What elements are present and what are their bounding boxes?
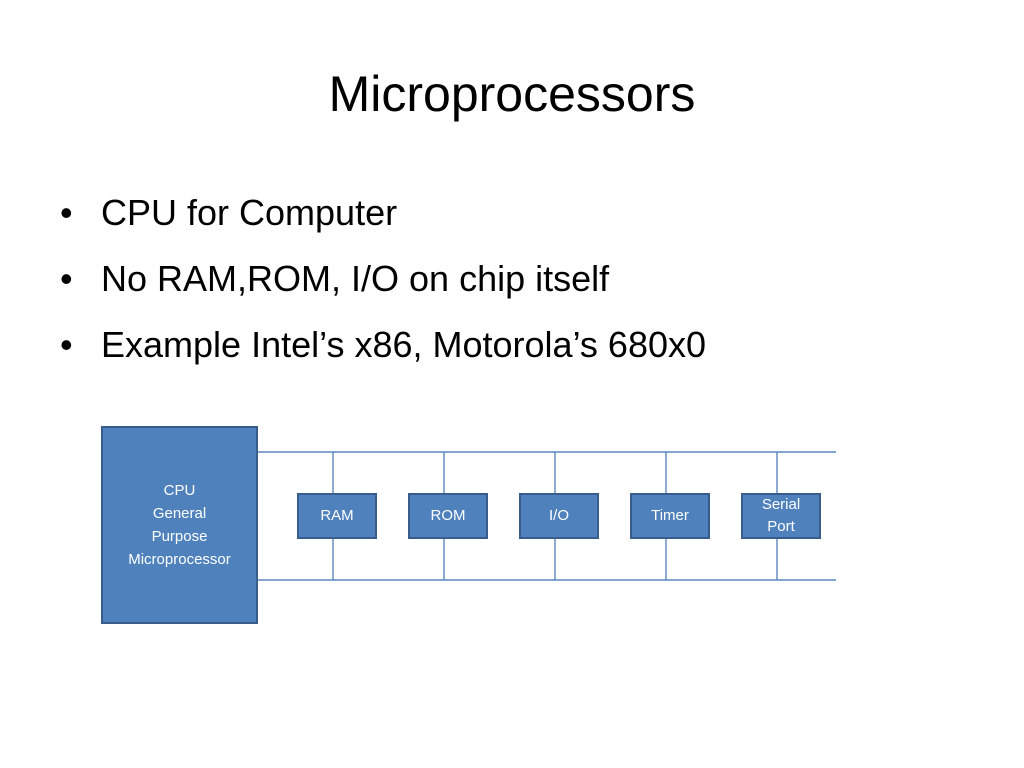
bullet-dot-icon: • bbox=[60, 192, 73, 233]
io-box-label: I/O bbox=[548, 507, 569, 524]
cpu-box-label: CPU bbox=[163, 482, 196, 499]
rom-box: ROM bbox=[408, 493, 488, 539]
bullet-list: • CPU for Computer • No RAM,ROM, I/O on … bbox=[60, 188, 706, 386]
bullet-text: CPU for Computer bbox=[101, 192, 398, 233]
cpu-box: CPU General Purpose Microprocessor bbox=[101, 426, 258, 624]
ram-box: RAM bbox=[297, 493, 377, 539]
ram-box-label: RAM bbox=[320, 507, 354, 524]
serial-port-box-label: Port bbox=[767, 518, 795, 535]
bullet-text: No RAM,ROM, I/O on chip itself bbox=[101, 258, 610, 299]
bullet-text: Example Intel’s x86, Motorola’s 680x0 bbox=[101, 324, 707, 365]
timer-box: Timer bbox=[630, 493, 710, 539]
serial-port-box: Serial Port bbox=[741, 493, 821, 539]
slide-title: Microprocessors bbox=[328, 66, 696, 122]
bullet-item: • No RAM,ROM, I/O on chip itself bbox=[60, 254, 706, 304]
cpu-box-label: General bbox=[152, 505, 207, 522]
serial-port-box-label: Serial bbox=[761, 496, 801, 513]
bullet-item: • CPU for Computer bbox=[60, 188, 706, 238]
rom-box-label: ROM bbox=[430, 507, 466, 524]
bullet-dot-icon: • bbox=[60, 324, 73, 365]
bullet-dot-icon: • bbox=[60, 258, 73, 299]
cpu-box-label: Microprocessor bbox=[128, 551, 231, 568]
bullet-item: • Example Intel’s x86, Motorola’s 680x0 bbox=[60, 320, 706, 370]
timer-box-label: Timer bbox=[651, 507, 689, 524]
cpu-box-label: Purpose bbox=[151, 528, 208, 545]
io-box: I/O bbox=[519, 493, 599, 539]
